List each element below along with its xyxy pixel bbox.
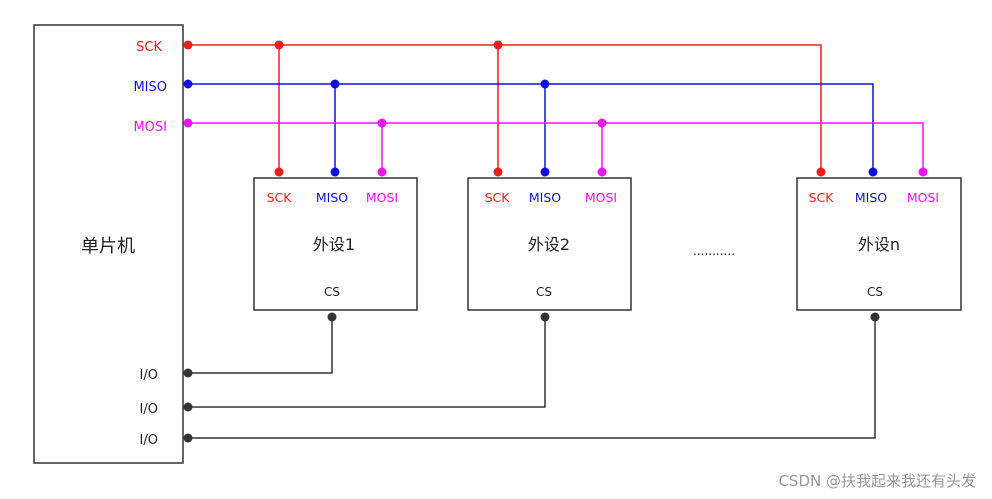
device-2-pin-miso: MISO [529,190,561,205]
device-1-pin-cs: CS [324,285,340,299]
mcu-pin-io-1: I/O [140,368,158,383]
device-2-label: 外设2 [528,235,570,254]
device-n-pin-miso: MISO [855,190,887,205]
mcu-pin-sck: SCK [136,40,162,55]
mcu-pin-miso: MISO [133,80,167,95]
device-1-pin-miso: MISO [316,190,348,205]
watermark: CSDN @扶我起来我还有头发 [778,472,976,490]
device-n-pin-sck: SCK [809,190,835,205]
device-1-pin-sck: SCK [267,190,293,205]
mcu-label: 单片机 [81,236,135,257]
cs-lines [188,317,876,439]
device-1-pin-mosi: MOSI [366,190,398,205]
device-1: SCK MISO MOSI 外设1 CS [253,177,418,311]
ellipsis: ........... [693,244,735,258]
device-2-pin-sck: SCK [485,190,511,205]
device-n-pin-mosi: MOSI [907,190,939,205]
sck-dots [183,40,826,177]
device-n: SCK MISO MOSI 外设n CS [796,177,962,311]
device-2: SCK MISO MOSI 外设2 CS [467,177,632,311]
sck-bus [188,44,822,172]
mcu-pin-io-2: I/O [140,402,158,417]
mosi-bus [188,122,924,172]
mcu-box [33,24,184,464]
device-2-pin-cs: CS [536,285,552,299]
mcu-pin-mosi: MOSI [133,120,167,135]
mcu-pin-io-3: I/O [140,433,158,448]
cs-dots [183,312,880,443]
device-n-label: 外设n [858,235,900,254]
mosi-dots [183,118,928,177]
miso-bus [188,83,874,172]
miso-dots [183,79,878,177]
device-2-pin-mosi: MOSI [585,190,617,205]
device-n-pin-cs: CS [867,285,883,299]
device-1-label: 外设1 [313,235,355,254]
